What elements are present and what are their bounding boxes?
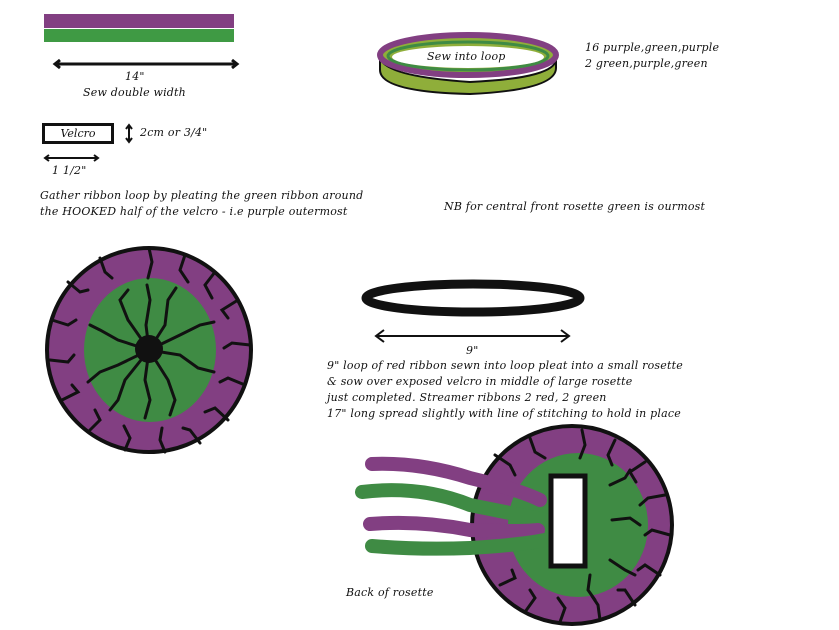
ribbon-count-line-2: 2 green,purple,green [585, 57, 708, 70]
front-rosette [45, 246, 253, 454]
streamer-green-1 [355, 483, 552, 527]
purple-ribbon-strip [44, 14, 234, 28]
red-loop-instruction-2: & sow over exposed velcro in middle of l… [327, 375, 633, 388]
red-loop-instruction-4: 17" long spread slightly with line of st… [327, 407, 681, 420]
velcro-label: Velcro [60, 127, 96, 140]
gather-instruction-line-1: Gather ribbon loop by pleating the green… [40, 189, 364, 202]
green-ribbon-strip [44, 29, 234, 42]
red-loop-instruction-3: just completed. Streamer ribbons 2 red, … [327, 391, 607, 404]
rosette-center-button [135, 335, 163, 363]
streamer-purple-2 [363, 515, 545, 538]
back-rosette [355, 424, 674, 626]
nb-note: NB for central front rosette green is ou… [444, 200, 706, 213]
streamer-green-2 [365, 533, 552, 556]
velcro-width-label: 1 1/2" [52, 164, 87, 177]
measure-arrow-14in [52, 58, 240, 70]
sew-into-loop-label: Sew into loop [427, 50, 506, 63]
measure-arrow-9in [374, 329, 571, 343]
ribbon-count-line-1: 16 purple,green,purple [585, 41, 720, 54]
velcro-piece: Velcro [42, 123, 114, 144]
velcro-height-label: 2cm or 3/4" [140, 126, 208, 139]
gather-instruction-line-2: the HOOKED half of the velcro - i.e purp… [40, 205, 348, 218]
red-loop-instruction-1: 9" loop of red ribbon sewn into loop ple… [327, 359, 683, 372]
velcro-height-arrow [125, 123, 133, 144]
velcro-width-arrow [43, 154, 100, 162]
sew-double-width-label: Sew double width [83, 86, 186, 99]
measure-label-14in: 14" [125, 70, 145, 83]
streamer-purple-1 [365, 456, 547, 507]
sewn-loop-illustration [377, 32, 559, 96]
measure-label-9in: 9" [466, 344, 479, 357]
back-of-rosette-caption: Back of rosette [346, 586, 434, 599]
velcro-patch [548, 473, 588, 569]
red-ribbon-loop [361, 279, 585, 317]
